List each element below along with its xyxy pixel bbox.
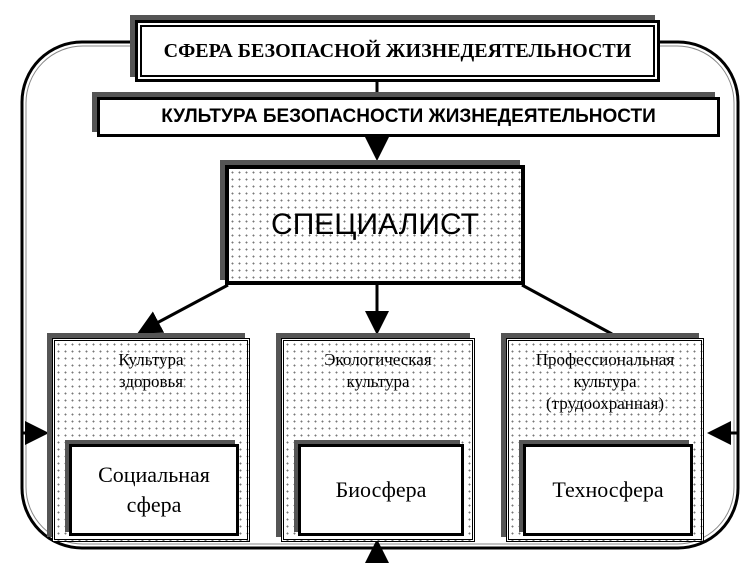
safety-culture-box: КУЛЬТУРА БЕЗОПАСНОСТИ ЖИЗНЕДЕЯТЕЛЬНОСТИ — [97, 97, 720, 137]
ecological-culture-column: Экологическая культура Биосфера — [281, 338, 475, 542]
safe-life-sphere-box: СФЕРА БЕЗОПАСНОЙ ЖИЗНЕДЕЯТЕЛЬНОСТИ — [135, 20, 660, 82]
column-title: Профессиональная культура (трудоохранная… — [535, 350, 675, 413]
professional-culture-column: Профессиональная культура (трудоохранная… — [506, 338, 704, 542]
health-culture-column: Культура здоровья Социальная сфера — [52, 338, 250, 542]
specialist-label: СПЕЦИАЛИСТ — [271, 208, 479, 241]
specialist-to-health-arrow — [137, 283, 229, 334]
biosphere-box: Биосфера — [298, 444, 464, 536]
technosphere-box: Техносфера — [523, 444, 693, 536]
specialist-box: СПЕЦИАЛИСТ — [225, 165, 525, 285]
specialist-to-prof-arrow — [521, 283, 613, 336]
column-title: Культура здоровья — [118, 350, 184, 391]
safety-culture-label: КУЛЬТУРА БЕЗОПАСНОСТИ ЖИЗНЕДЕЯТЕЛЬНОСТИ — [161, 106, 656, 127]
safe-life-sphere-label: СФЕРА БЕЗОПАСНОЙ ЖИЗНЕДЕЯТЕЛЬНОСТИ — [163, 39, 632, 62]
column-title: Экологическая культура — [324, 350, 432, 391]
social-sphere-box: Социальная сфера — [69, 444, 239, 536]
